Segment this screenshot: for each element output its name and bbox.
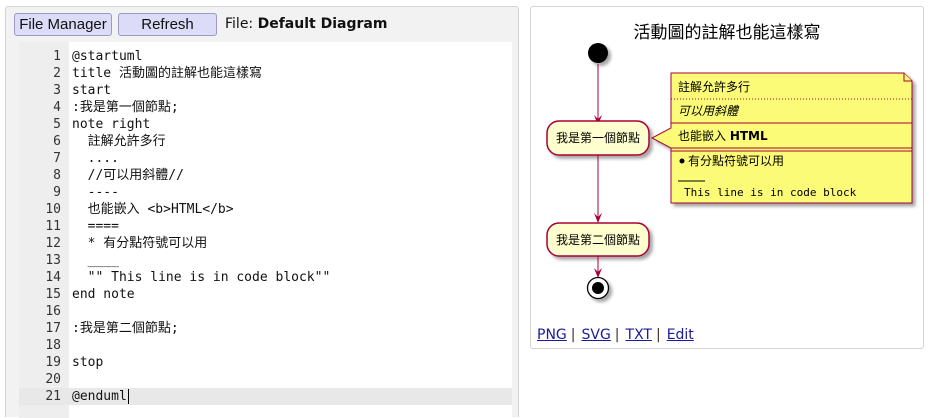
note-box <box>650 72 913 204</box>
edit-link[interactable]: Edit <box>666 327 694 343</box>
line-text[interactable]: end note <box>72 287 135 302</box>
note-corner-fold <box>903 73 912 82</box>
code-line[interactable]: 17 :我是第二個節點; <box>19 320 512 337</box>
line-text[interactable]: .... <box>72 151 119 166</box>
code-line[interactable]: 2 title 活動圖的註解也能這樣寫 <box>19 65 512 82</box>
line-number: 13 <box>45 253 61 268</box>
svg-link[interactable]: SVG <box>581 327 611 343</box>
code-line[interactable]: 13 ____ <box>19 252 512 269</box>
line-text[interactable]: :我是第二個節點; <box>72 321 179 336</box>
code-line[interactable]: 4 :我是第一個節點; <box>19 99 512 116</box>
code-line[interactable]: 8 //可以用斜體// <box>19 167 512 184</box>
refresh-button[interactable]: Refresh <box>118 13 217 36</box>
line-number: 3 <box>53 83 61 98</box>
export-links: PNG|SVG|TXT|Edit <box>537 327 694 343</box>
line-text[interactable]: @enduml <box>72 389 127 404</box>
code-line[interactable]: 11 ==== <box>19 218 512 235</box>
line-number: 11 <box>45 219 61 234</box>
code-line[interactable]: 5 note right <box>19 116 512 133</box>
note-line-4: 有分點符號可以用 <box>688 153 784 168</box>
line-number: 10 <box>45 202 61 217</box>
link-separator: | <box>570 327 576 343</box>
line-number: 20 <box>45 372 61 387</box>
activity-node-1-label: 我是第一個節點 <box>556 130 640 145</box>
png-link[interactable]: PNG <box>537 327 567 343</box>
line-number: 21 <box>45 389 61 404</box>
line-text[interactable]: 也能嵌入 <b>HTML</b> <box>72 202 234 217</box>
link-separator: | <box>614 327 620 343</box>
line-number: 8 <box>53 168 61 183</box>
line-number: 1 <box>53 49 61 64</box>
line-number: 16 <box>45 304 61 319</box>
code-line[interactable]: 7 .... <box>19 150 512 167</box>
note-line-3-text: 也能嵌入 <box>678 129 730 143</box>
arrowhead-2 <box>594 213 602 223</box>
arrowhead-3 <box>594 268 602 278</box>
line-number: 14 <box>45 270 61 285</box>
editor-panel: File Manager Refresh File: Default Diagr… <box>5 6 519 418</box>
line-text[interactable]: note right <box>72 117 151 132</box>
line-number: 5 <box>53 117 61 132</box>
diagram-title: 活動圖的註解也能這樣寫 <box>634 23 821 43</box>
file-manager-button[interactable]: File Manager <box>14 13 112 36</box>
code-line[interactable]: 16 <box>19 303 512 320</box>
note-line-3-bold: HTML <box>730 129 768 143</box>
note-line-1: 註解允許多行 <box>678 79 750 94</box>
line-number: 19 <box>45 355 61 370</box>
code-line[interactable]: 15 end note <box>19 286 512 303</box>
code-line[interactable]: 21 @enduml <box>19 388 512 405</box>
code-line[interactable]: 20 <box>19 371 512 388</box>
line-number: 9 <box>53 185 61 200</box>
line-text[interactable]: ==== <box>72 219 119 234</box>
line-text[interactable]: ____ <box>72 253 119 268</box>
file-name-label: File: Default Diagram <box>225 16 387 32</box>
stop-node-inner <box>592 282 604 294</box>
activity-node-2-label: 我是第二個節點 <box>556 232 640 247</box>
line-number: 4 <box>53 100 61 115</box>
line-number-gutter <box>19 42 69 418</box>
note-line-5-code: This line is in code block <box>684 186 857 199</box>
code-line[interactable]: 18 <box>19 337 512 354</box>
link-separator: | <box>655 327 661 343</box>
code-line[interactable]: 6 註解允許多行 <box>19 133 512 150</box>
code-editor[interactable]: 1 @startuml 2 title 活動圖的註解也能這樣寫 3 start 4 :我是第一… <box>19 42 512 418</box>
diagram-preview: 活動圖的註解也能這樣寫 我是第一個節點 註解允許多行 可以用斜體 也能嵌入 HT… <box>546 23 913 300</box>
code-line[interactable]: 14 "" This line is in code block"" <box>19 269 512 286</box>
code-line[interactable]: 12 * 有分點符號可以用 <box>19 235 512 252</box>
line-text[interactable]: * 有分點符號可以用 <box>72 236 208 251</box>
text-cursor <box>127 389 129 404</box>
line-number: 18 <box>45 338 61 353</box>
file-name: Default Diagram <box>257 16 388 32</box>
arrowhead-1 <box>594 115 602 125</box>
line-text[interactable]: "" This line is in code block"" <box>72 270 331 285</box>
note-line-2-italic: 可以用斜體 <box>678 104 740 118</box>
line-number: 15 <box>45 287 61 302</box>
note-line-3: 也能嵌入 HTML <box>678 129 768 143</box>
file-prefix: File: <box>225 16 258 32</box>
line-text[interactable]: //可以用斜體// <box>72 168 184 183</box>
line-number: 17 <box>45 321 61 336</box>
code-line[interactable]: 1 @startuml <box>19 48 512 65</box>
start-node <box>588 43 608 63</box>
line-number: 7 <box>53 151 61 166</box>
line-number: 12 <box>45 236 61 251</box>
line-text[interactable]: :我是第一個節點; <box>72 100 179 115</box>
txt-link[interactable]: TXT <box>625 327 652 343</box>
line-text[interactable]: 註解允許多行 <box>72 134 166 149</box>
line-text[interactable]: @startuml <box>72 49 143 64</box>
line-text[interactable]: start <box>72 83 112 98</box>
preview-panel: 活動圖的註解也能這樣寫 我是第一個節點 註解允許多行 可以用斜體 也能嵌入 HT… <box>530 6 924 349</box>
code-line[interactable]: 3 start <box>19 82 512 99</box>
code-line[interactable]: 10 也能嵌入 <b>HTML</b> <box>19 201 512 218</box>
line-number: 2 <box>53 66 61 81</box>
bullet-icon <box>679 158 685 164</box>
line-text[interactable]: stop <box>72 355 104 370</box>
line-number: 6 <box>53 134 61 149</box>
code-line[interactable]: 19 stop <box>19 354 512 371</box>
line-text[interactable]: ---- <box>72 185 119 200</box>
code-line[interactable]: 9 ---- <box>19 184 512 201</box>
line-text[interactable]: title 活動圖的註解也能這樣寫 <box>72 66 262 81</box>
